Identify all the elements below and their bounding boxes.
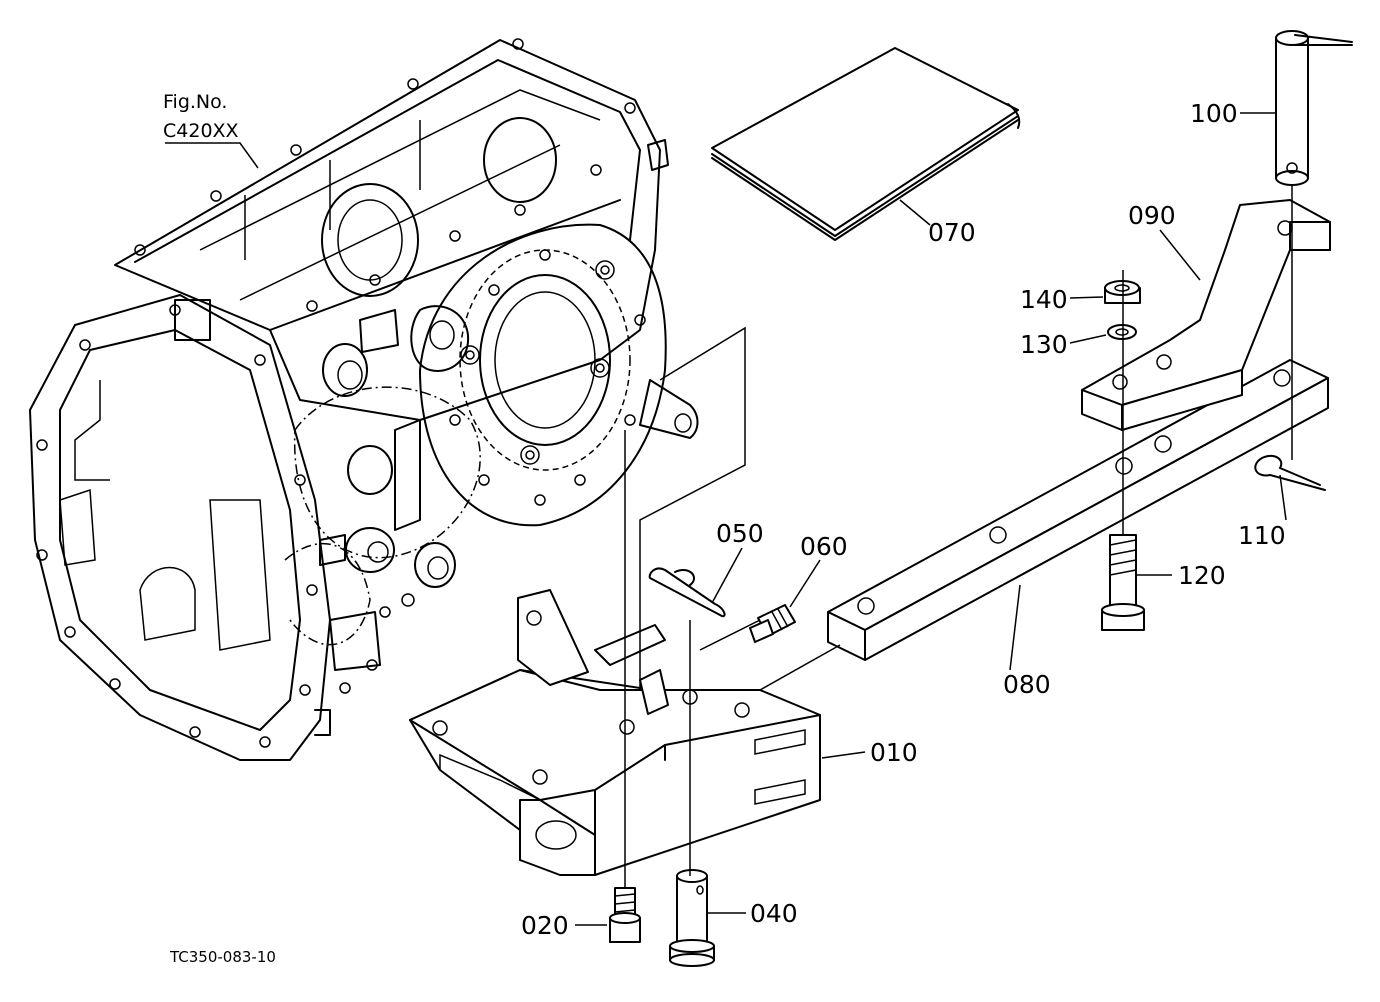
- part-label-110: 110: [1238, 521, 1286, 550]
- part-120-bolt: [1101, 534, 1145, 631]
- part-label-100: 100: [1190, 99, 1238, 128]
- part-label-040: 040: [750, 899, 798, 928]
- part-100-pin: [1275, 30, 1353, 186]
- part-label-090: 090: [1128, 201, 1176, 230]
- part-130-washer: [1107, 324, 1137, 340]
- part-110-spring-pin: [1254, 454, 1326, 491]
- part-090-offset-bar: [1081, 199, 1331, 431]
- part-label-130: 130: [1020, 330, 1068, 359]
- part-label-060: 060: [800, 532, 848, 561]
- part-080-drawbar: [827, 359, 1329, 661]
- part-050-spring-pin: [648, 567, 726, 618]
- figure-ref-line1: Fig.No.: [163, 91, 227, 113]
- part-label-050: 050: [716, 519, 764, 548]
- part-label-020: 020: [521, 911, 569, 940]
- part-label-120: 120: [1178, 561, 1226, 590]
- leader-lines: [165, 112, 1287, 926]
- part-label-070: 070: [928, 218, 976, 247]
- part-010-drawbar-bracket: [409, 589, 821, 876]
- part-070-sheet: [711, 47, 1021, 241]
- part-040-pin: [669, 869, 715, 967]
- assembly-lines: [624, 185, 1293, 888]
- part-060-fitting: [749, 604, 796, 643]
- figure-ref-line2: C420XX: [163, 120, 239, 142]
- transmission-case: [29, 38, 699, 761]
- drawing-code: TC350-083-10: [169, 948, 276, 966]
- part-label-080: 080: [1003, 670, 1051, 699]
- part-label-010: 010: [870, 738, 918, 767]
- part-020-bolt: [609, 887, 641, 943]
- part-label-140: 140: [1020, 285, 1068, 314]
